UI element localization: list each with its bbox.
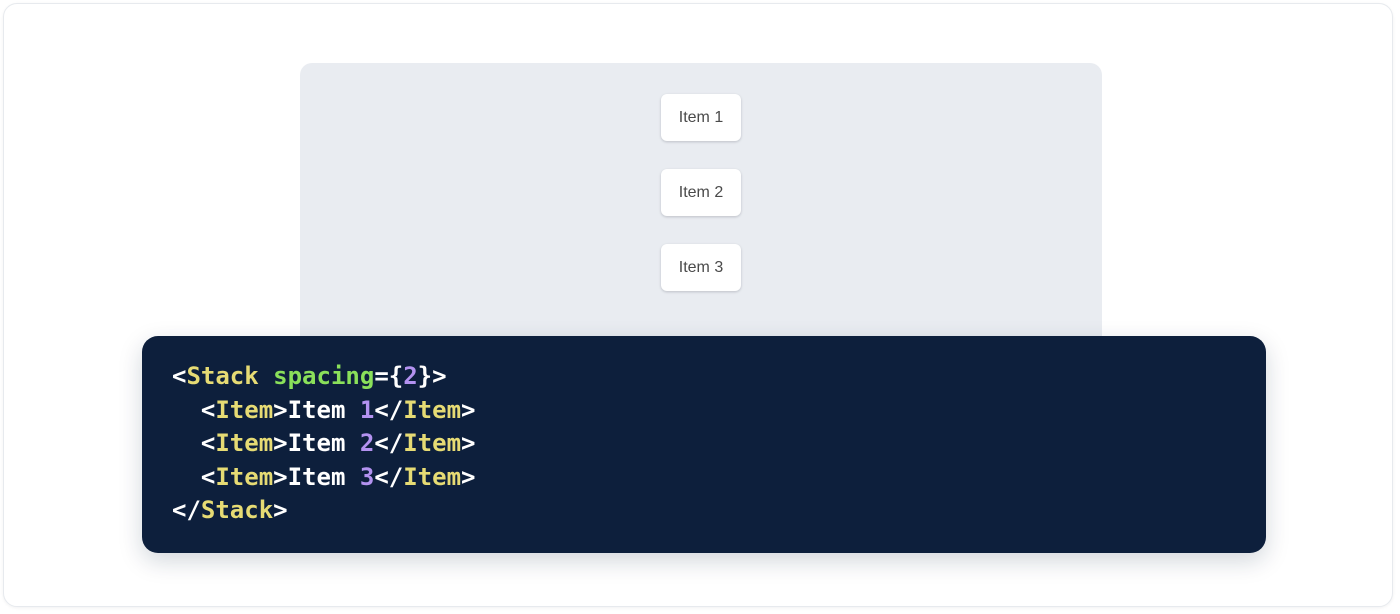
stack-item-label: Item 3 bbox=[678, 258, 724, 276]
code-line: <Item>Item 2</Item> bbox=[172, 429, 476, 457]
code-token-punct: > bbox=[273, 429, 288, 457]
code-token-punct: < bbox=[200, 462, 216, 491]
code-indent bbox=[172, 463, 201, 491]
code-snippet-text: <Stack spacing={2}> <Item>Item 1</Item> … bbox=[172, 360, 1236, 528]
code-token-num: 2 bbox=[403, 362, 418, 390]
code-token-text: Item bbox=[287, 395, 360, 424]
code-token-punct: > bbox=[273, 496, 288, 524]
stack-item[interactable]: Item 2 bbox=[661, 169, 741, 216]
code-snippet-block[interactable]: <Stack spacing={2}> <Item>Item 1</Item> … bbox=[142, 336, 1266, 553]
stack-item-label: Item 1 bbox=[678, 108, 724, 126]
stack-item-label: Item 2 bbox=[678, 183, 724, 201]
code-line: <Item>Item 3</Item> bbox=[172, 462, 476, 491]
code-line: </Stack> bbox=[172, 496, 288, 524]
code-token-tag: Stack bbox=[200, 496, 274, 524]
code-indent bbox=[172, 429, 201, 457]
code-token-punct bbox=[259, 362, 273, 390]
code-token-punct: ={ bbox=[374, 362, 404, 390]
code-token-punct: > bbox=[273, 462, 288, 491]
code-token-tag: Stack bbox=[186, 362, 259, 390]
code-token-num: 1 bbox=[359, 395, 375, 424]
code-token-text: Item bbox=[287, 462, 360, 491]
component-preview-panel: Item 1 Item 2 Item 3 bbox=[300, 63, 1102, 359]
stack-item[interactable]: Item 3 bbox=[661, 244, 741, 291]
code-token-punct: > bbox=[461, 395, 476, 424]
code-token-tag: Item bbox=[403, 429, 462, 457]
code-indent bbox=[172, 396, 201, 424]
code-line: <Stack spacing={2}> bbox=[172, 362, 447, 390]
code-token-tag: Item bbox=[215, 429, 274, 457]
code-token-punct: > bbox=[273, 395, 288, 424]
code-token-punct: < bbox=[172, 362, 187, 390]
code-token-tag: Item bbox=[403, 395, 462, 424]
code-token-tag: Item bbox=[215, 395, 274, 424]
code-line: <Item>Item 1</Item> bbox=[172, 395, 476, 424]
code-token-punct: </ bbox=[172, 496, 201, 524]
stack-container: Item 1 Item 2 Item 3 bbox=[661, 94, 741, 291]
code-token-punct: < bbox=[200, 429, 216, 457]
code-token-punct: > bbox=[461, 462, 476, 491]
code-token-num: 3 bbox=[359, 462, 375, 491]
code-token-text: Item bbox=[287, 429, 360, 457]
code-token-punct: </ bbox=[374, 462, 404, 491]
code-token-punct: > bbox=[461, 429, 476, 457]
code-token-punct: }> bbox=[417, 362, 447, 390]
code-token-tag: Item bbox=[403, 462, 462, 491]
code-token-attr: spacing bbox=[273, 362, 375, 390]
code-token-punct: </ bbox=[374, 395, 404, 424]
code-token-punct: < bbox=[200, 395, 216, 424]
code-token-num: 2 bbox=[359, 429, 375, 457]
code-token-tag: Item bbox=[215, 462, 274, 491]
stack-item[interactable]: Item 1 bbox=[661, 94, 741, 141]
code-token-punct: </ bbox=[374, 429, 404, 457]
